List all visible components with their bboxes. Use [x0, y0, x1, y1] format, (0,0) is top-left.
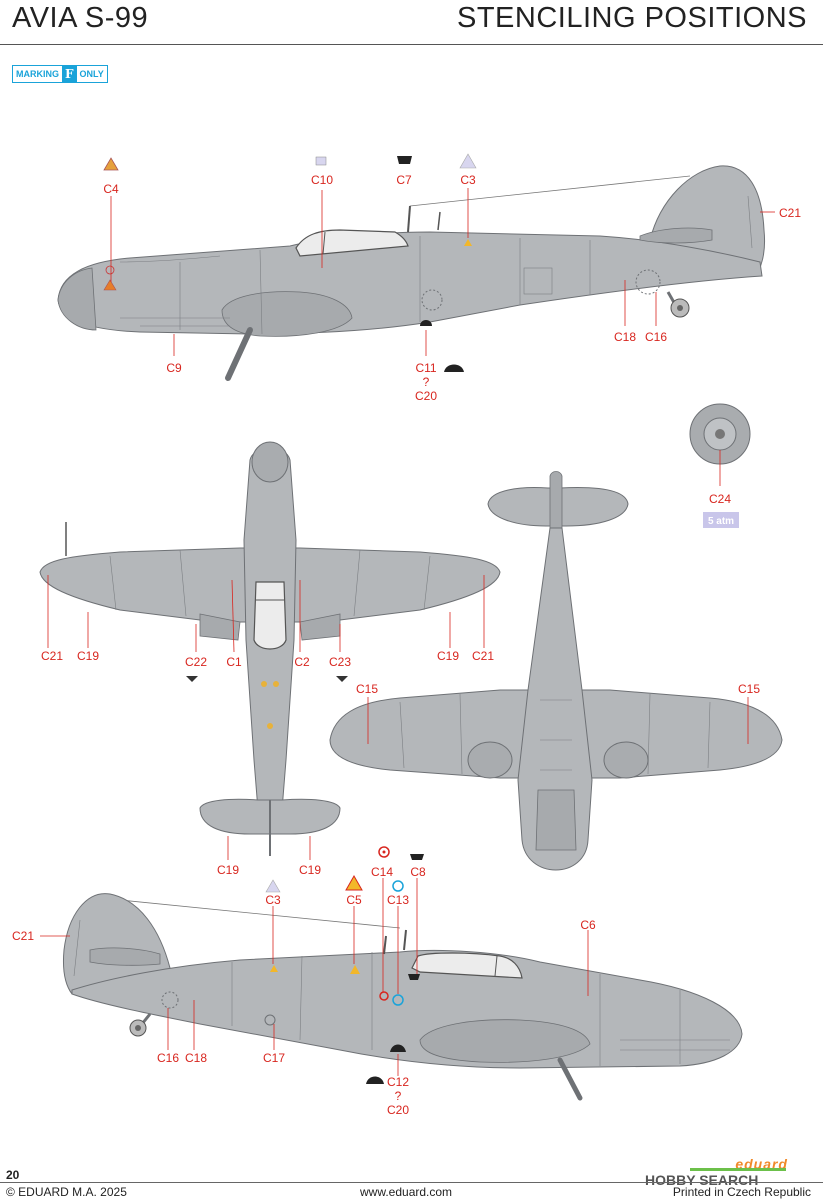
eduard-logo-bar [690, 1168, 786, 1171]
label-c7: C7 [396, 173, 412, 187]
label-c15-right: C15 [738, 682, 760, 696]
label-c11: C11 [415, 361, 436, 375]
label-c23: C23 [329, 655, 351, 669]
hobbysearch-logo-hobby: HOBBY [645, 1172, 696, 1188]
label-c21-topview-right: C21 [472, 649, 494, 663]
label-c20-bottom: C20 [387, 1103, 409, 1117]
label-c3-bottom: C3 [265, 893, 281, 907]
website-link[interactable]: www.eduard.com [360, 1185, 453, 1199]
side-profile-right: C21 C3 C5 C14 C13 C8 C6 C16 C18 C17 C12 … [12, 846, 743, 1117]
label-c21-bottom: C21 [12, 929, 34, 943]
label-c6: C6 [580, 918, 596, 932]
label-c4: C4 [103, 182, 119, 196]
label-c17: C17 [263, 1051, 285, 1065]
marking-tag-letter: F [62, 66, 77, 82]
label-c21-topview-left: C21 [41, 649, 63, 663]
side-profile-left: C4 C10 C7 C3 C21 C9 C11 ? C20 C18 C16 [57, 153, 801, 403]
label-c15-left: C15 [356, 682, 378, 696]
bottom-view: C15 C15 [329, 471, 783, 871]
marking-tag-left: MARKING [16, 69, 59, 79]
label-c19-tail-left: C19 [217, 863, 239, 877]
wheel-detail: C24 5 atm [689, 403, 751, 528]
label-c14: C14 [371, 865, 393, 879]
label-or-top: ? [423, 375, 430, 389]
hobbysearch-logo-search: SEARCH [699, 1172, 759, 1188]
label-c24: C24 [709, 492, 731, 506]
printed-in: Printed in Czech Republic [672, 1185, 811, 1199]
label-c1: C1 [226, 655, 242, 669]
label-c3-top: C3 [460, 173, 476, 187]
label-c12: C12 [387, 1075, 409, 1089]
footer-divider [0, 1182, 823, 1183]
label-c20-top: C20 [415, 389, 437, 403]
label-c19-topview-left: C19 [77, 649, 99, 663]
label-c5: C5 [346, 893, 362, 907]
label-or-bottom: ? [395, 1089, 402, 1103]
label-c19-topview-right: C19 [437, 649, 459, 663]
marking-tag-right: ONLY [79, 69, 104, 79]
label-c8: C8 [410, 865, 426, 879]
label-c19-tail-right: C19 [299, 863, 321, 877]
label-c9: C9 [166, 361, 182, 375]
model-title: AVIA S-99 [12, 2, 149, 34]
hobbysearch-logo: HOBBY SEARCH [645, 1172, 758, 1188]
label-c22: C22 [185, 655, 207, 669]
label-c16-bottom: C16 [157, 1051, 179, 1065]
copyright: © EDUARD M.A. 2025 [6, 1185, 127, 1199]
label-c2: C2 [294, 655, 310, 669]
label-c21-top: C21 [779, 206, 801, 220]
page-header: AVIA S-99 STENCILING POSITIONS [0, 0, 823, 45]
label-c10: C10 [311, 173, 333, 187]
label-c18-top: C18 [614, 330, 636, 344]
section-title: STENCILING POSITIONS [457, 2, 807, 34]
label-c13: C13 [387, 893, 409, 907]
label-c16-top: C16 [645, 330, 667, 344]
page-number: 20 [6, 1168, 20, 1182]
top-view: C21 C19 C22 C1 C2 C23 C19 C21 C19 C19 [39, 441, 501, 877]
label-c18-bottom: C18 [185, 1051, 207, 1065]
wheel-pressure-badge: 5 atm [708, 516, 734, 527]
marking-only-tag: MARKING F ONLY [12, 65, 108, 83]
